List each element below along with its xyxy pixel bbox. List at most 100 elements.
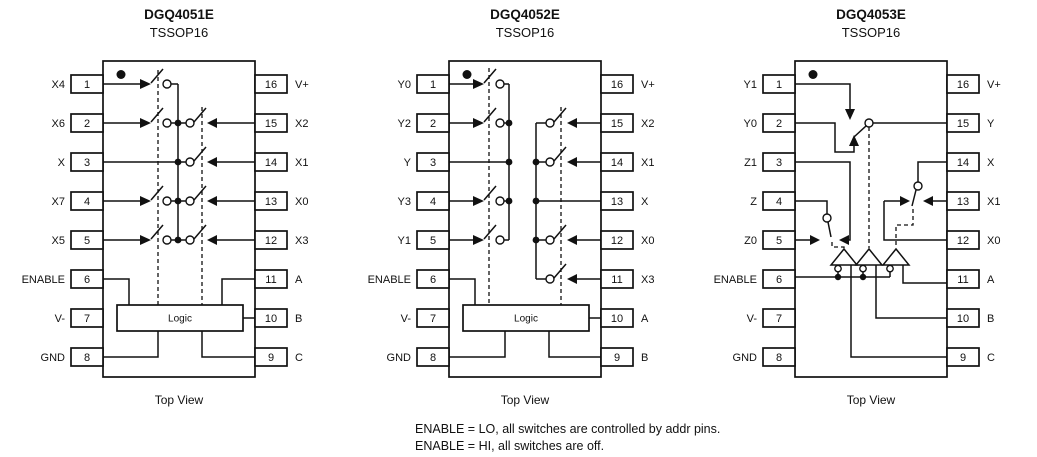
pin1-indicator-dot — [462, 70, 472, 79]
pinout-dgq4051e: DGQ4051E TSSOP16 Logic 1X4 — [22, 7, 309, 407]
pin-label: V- — [55, 313, 66, 325]
pin-label: GND — [41, 352, 66, 364]
pin-number: 14 — [611, 157, 623, 169]
pin-label: Y3 — [398, 196, 411, 208]
pin-label: Y1 — [744, 79, 757, 91]
pin-number: 16 — [611, 79, 623, 91]
pin-label: X3 — [295, 235, 308, 247]
pin-label: V- — [401, 313, 412, 325]
pin-label: ENABLE — [368, 274, 411, 286]
pin-label: C — [295, 352, 303, 364]
enable-note-line1: ENABLE = LO, all switches are controlled… — [415, 422, 721, 436]
pin-number: 6 — [430, 274, 436, 286]
pin: 2Y2 — [398, 113, 450, 133]
pin-number: 3 — [84, 157, 90, 169]
pin-label: X4 — [52, 79, 65, 91]
pin-number: 10 — [957, 313, 969, 325]
pin-number: 16 — [957, 79, 969, 91]
pin-label: V+ — [295, 79, 309, 91]
pin-number: 1 — [776, 79, 782, 91]
pin-number: 11 — [611, 274, 622, 286]
pin-number: 12 — [265, 235, 277, 247]
pin: 1 Y1 — [744, 74, 796, 94]
pin-number: 4 — [430, 196, 436, 208]
pin-label: Z0 — [744, 235, 757, 247]
pin-number: 16 — [265, 79, 277, 91]
logic-label: Logic — [514, 314, 538, 325]
pin-label: X1 — [295, 157, 308, 169]
pinout-dgq4053e: DGQ4053E TSSOP16 — [714, 7, 1001, 407]
pin-label: A — [641, 313, 649, 325]
pin-label: B — [641, 352, 648, 364]
pin: 4 Y3 — [398, 191, 450, 211]
pin-number: 6 — [776, 274, 782, 286]
pin-label: X0 — [641, 235, 654, 247]
pin-number: 2 — [776, 118, 782, 130]
chip-title: DGQ4051E — [144, 7, 214, 22]
pin-number: 2 — [430, 118, 436, 130]
pin-label: X7 — [52, 196, 65, 208]
chip-package: TSSOP16 — [150, 25, 209, 40]
pin-number: 4 — [84, 196, 90, 208]
pin-number: 14 — [957, 157, 969, 169]
pin-number: 8 — [84, 352, 90, 364]
internal-schematic: Logic — [103, 68, 255, 358]
top-view-caption: Top View — [155, 393, 204, 407]
pin-number: 5 — [84, 235, 90, 247]
pin: 7V- — [55, 308, 104, 328]
pin-label: GND — [387, 352, 412, 364]
chip-package: TSSOP16 — [496, 25, 555, 40]
pin-label: X — [987, 157, 995, 169]
pin-label: Y0 — [398, 79, 411, 91]
pin-label: V- — [747, 313, 758, 325]
pin-number: 8 — [776, 352, 782, 364]
pin-label: C — [987, 352, 995, 364]
pin-number: 7 — [776, 313, 782, 325]
pin-label: X6 — [52, 118, 65, 130]
pin: 16 V+ — [254, 74, 309, 94]
pin1-indicator-dot — [808, 70, 818, 79]
pin-label: X2 — [295, 118, 308, 130]
pin-number: 9 — [614, 352, 620, 364]
pin: 5Z0 — [744, 230, 796, 250]
chip-package: TSSOP16 — [842, 25, 901, 40]
pin: 7V- — [401, 308, 450, 328]
enable-notes: ENABLE = LO, all switches are controlled… — [415, 421, 720, 454]
pin-number: 12 — [611, 235, 623, 247]
pin-label: X — [641, 196, 649, 208]
pin: 1X4 — [52, 74, 104, 94]
pin-number: 15 — [957, 118, 969, 130]
pinout-dgq4052e: DGQ4052E TSSOP16 Logic — [368, 7, 655, 407]
pin-number: 1 — [430, 79, 436, 91]
pin-label: GND — [733, 352, 758, 364]
pin-label: Y — [987, 118, 995, 130]
pin-label: X0 — [987, 235, 1000, 247]
pin-label: X5 — [52, 235, 65, 247]
pin-number: 2 — [84, 118, 90, 130]
pin-label: X2 — [641, 118, 654, 130]
pin: 7 V- — [747, 308, 796, 328]
pin-number: 12 — [957, 235, 969, 247]
pin-label: X3 — [641, 274, 654, 286]
pin: 1 Y0 — [398, 74, 450, 94]
pin-number: 13 — [957, 196, 969, 208]
pin-number: 3 — [430, 157, 436, 169]
pin: 2Y0 — [744, 113, 796, 133]
pin: 12 X0 — [600, 230, 654, 250]
top-view-caption: Top View — [847, 393, 896, 407]
